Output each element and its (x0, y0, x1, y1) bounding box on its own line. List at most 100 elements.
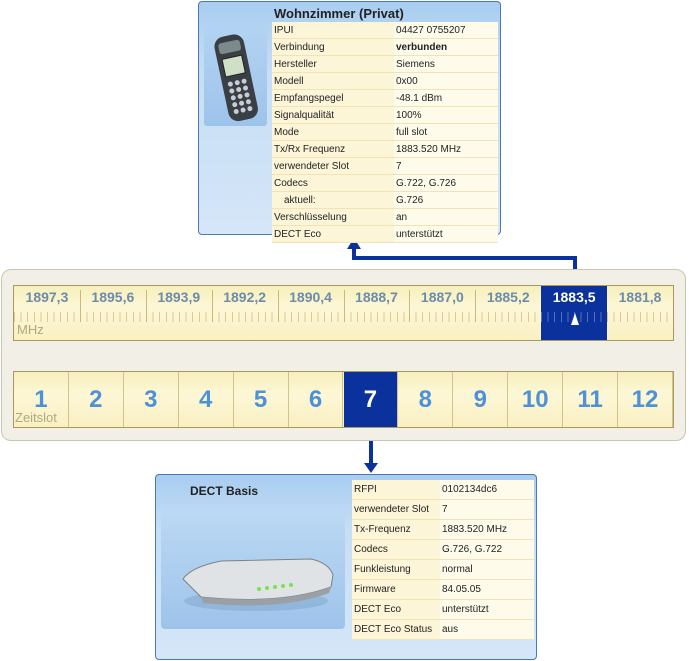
handset-info-value: verbunden (394, 38, 498, 56)
base-info-key: Firmware (352, 579, 440, 600)
handset-info-value: Siemens (394, 55, 498, 73)
frequency-label: 1885,2 (486, 289, 530, 305)
handset-info-key: Signalqualität (272, 106, 394, 124)
handset-info-key: DECT Eco (272, 225, 394, 243)
frequency-label: 1892,2 (223, 289, 267, 305)
handset-info-row: aktuell:G.726 (272, 191, 498, 209)
handset-info-key: Tx/Rx Frequenz (272, 140, 394, 158)
frequency-cell: 1887,0 (409, 286, 476, 340)
handset-info-value: -48.1 dBm (394, 89, 498, 107)
frequency-cell: 1890,4 (277, 286, 344, 340)
frequency-label: 1887,0 (420, 289, 464, 305)
frequency-label: 1888,7 (355, 289, 398, 305)
frequency-separator (343, 290, 345, 322)
base-info-value: aus (440, 619, 534, 640)
frequency-cell: 1881,8 (607, 286, 673, 340)
frequency-ticks (211, 312, 278, 322)
frequency-marker-icon (571, 313, 580, 325)
handset-info-value: full slot (394, 123, 498, 141)
handset-info-key: Verschlüsselung (272, 208, 394, 226)
base-info-key: Codecs (352, 539, 440, 560)
timeslot: 4 (179, 372, 234, 427)
frequency-cell: 1892,2 (211, 286, 278, 340)
timeslot: 12 (618, 372, 673, 427)
base-info-key: Tx-Frequenz (352, 519, 440, 540)
handset-title: Wohnzimmer (Privat) (274, 6, 404, 21)
connector-handset-frequency (352, 247, 577, 276)
arrow-up-handset (347, 238, 361, 249)
frequency-label: 1890,4 (289, 289, 332, 305)
handset-info-key: Mode (272, 123, 394, 141)
frequency-label: 1895,6 (91, 289, 135, 305)
frequency-ticks (145, 312, 212, 322)
base-title: DECT Basis (190, 484, 259, 498)
frequency-cell: 1895,6 (79, 286, 146, 340)
arrow-down-base (364, 463, 378, 473)
base-info-value: normal (440, 559, 534, 580)
base-info-value: unterstützt (440, 599, 534, 620)
handset-info-key: aktuell: (272, 191, 394, 209)
dect-router-icon (161, 509, 345, 629)
base-info-key: DECT Eco Status (352, 619, 440, 640)
handset-info-value: 7 (394, 157, 498, 175)
base-info-value: G.726, G.722 (440, 539, 534, 560)
handset-info-value: 100% (394, 106, 498, 124)
base-info-key: Funkleistung (352, 559, 440, 580)
frequency-ticks (343, 312, 410, 322)
frequency-separator (79, 290, 81, 322)
base-info-value: 84.05.05 (440, 579, 534, 600)
frequency-separator (475, 290, 477, 322)
handset-info-key: Codecs (272, 174, 394, 192)
base-info-value: 0102134dc6 (440, 480, 534, 500)
frequency-ticks (409, 312, 476, 322)
frequency-label: 1893,9 (157, 289, 201, 305)
frequency-separator (409, 290, 411, 322)
base-info-key: DECT Eco (352, 599, 440, 620)
handset-info-value: G.722, G.726 (394, 174, 498, 192)
timeslot: 6 (289, 372, 344, 427)
handset-info-key: Empfangspegel (272, 89, 394, 107)
frequency-label: 1883,5 (552, 289, 596, 305)
handset-info-key: Verbindung (272, 38, 394, 56)
handset-info-value: G.726 (394, 191, 498, 209)
frequency-ticks (79, 312, 146, 322)
frequency-cell-active: 1883,5 (541, 286, 608, 340)
timeslot: 2 (69, 372, 124, 427)
frequency-cell: 1897,3 (14, 286, 80, 340)
handset-info-key: verwendeter Slot (272, 157, 394, 175)
base-info-value: 1883.520 MHz (440, 519, 534, 540)
handset-info-value: an (394, 208, 498, 226)
frequency-ticks (475, 312, 542, 322)
mhz-unit-label: MHz (17, 322, 44, 337)
frequency-ticks (14, 312, 80, 322)
zeitslot-label: Zeitslot (15, 410, 57, 425)
timeslot-active: 7 (343, 372, 399, 427)
frequency-separator (277, 290, 279, 322)
timeslot: 9 (453, 372, 509, 427)
frequency-ticks (277, 312, 344, 322)
base-info-key: verwendeter Slot (352, 499, 440, 520)
handset-info-value: 04427 0755207 (394, 22, 498, 39)
frequency-label: 1897,3 (25, 289, 69, 305)
timeslot: 5 (234, 372, 289, 427)
handset-info-value: unterstützt (394, 225, 498, 243)
timeslot: 1 (14, 372, 69, 427)
frequency-separator (145, 290, 147, 322)
